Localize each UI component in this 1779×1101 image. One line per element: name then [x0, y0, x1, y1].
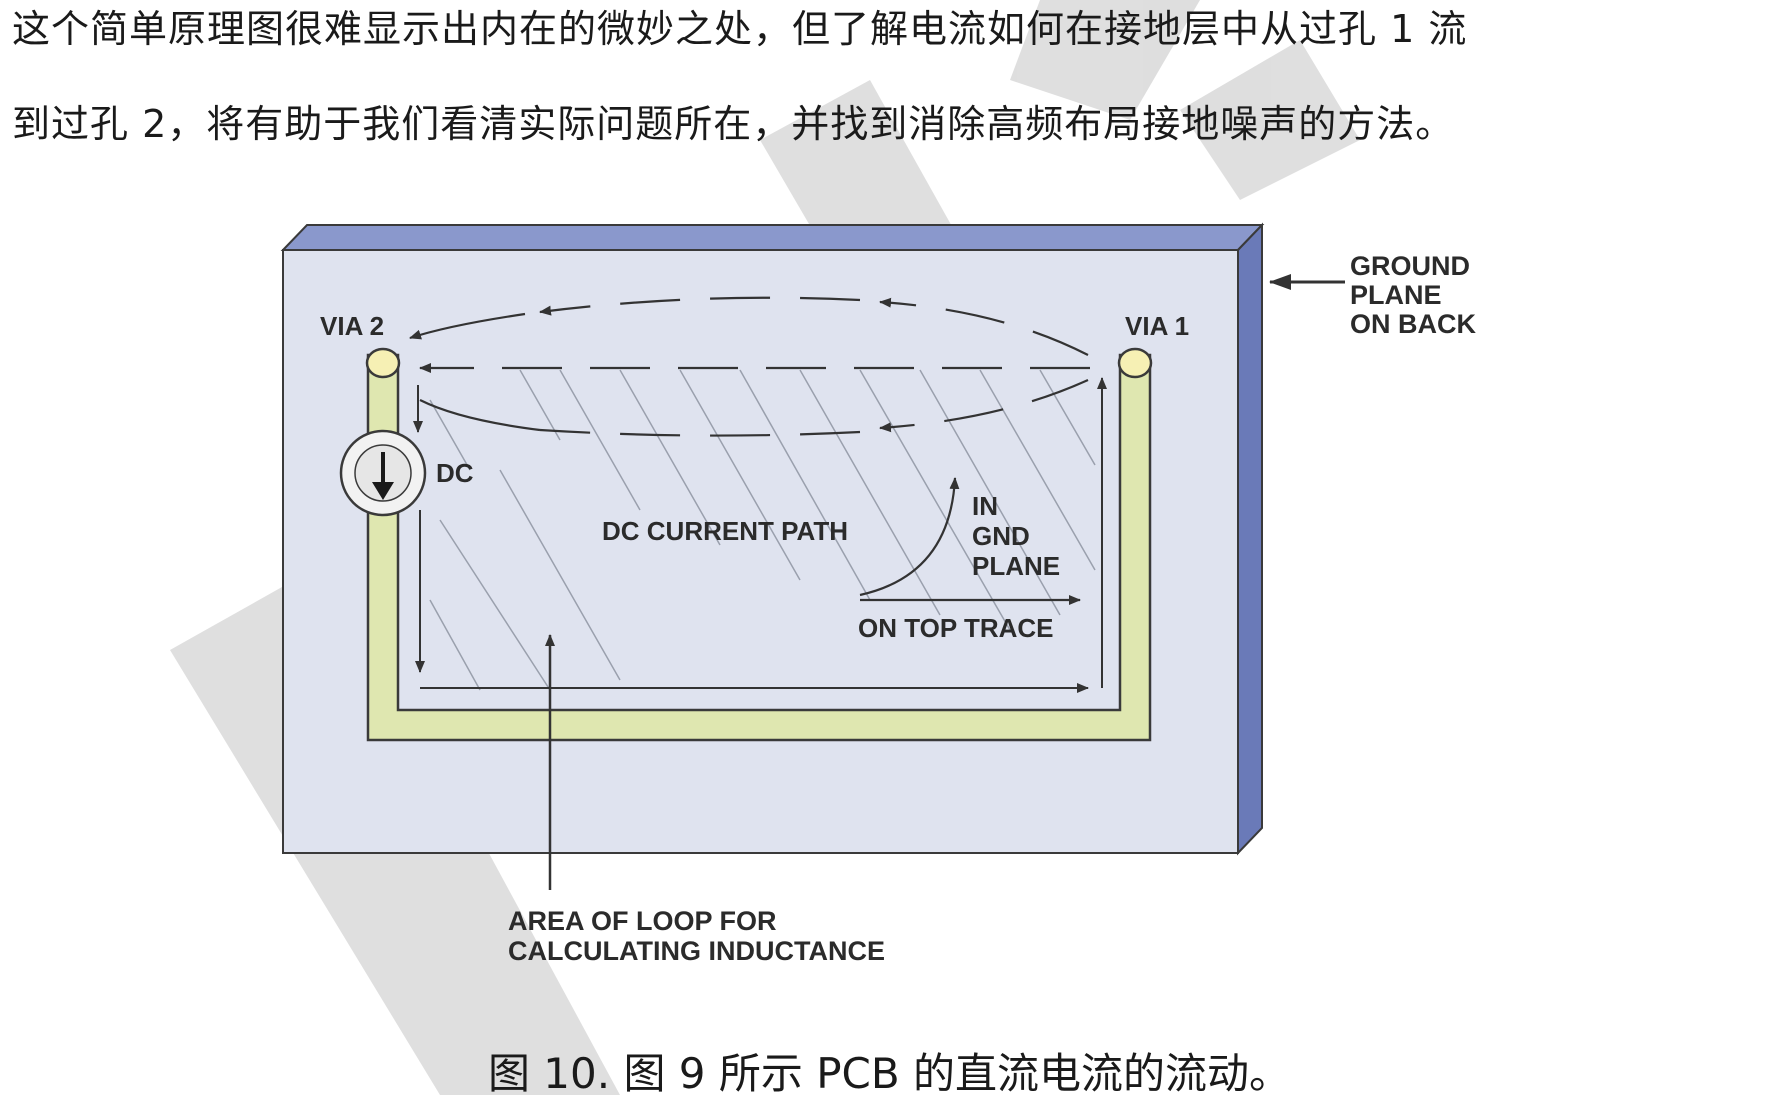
via-2-label: VIA 2: [320, 311, 384, 341]
ground-plane-label-line3: ON BACK: [1350, 309, 1476, 339]
paragraph-line-2: 到过孔 2，将有助于我们看清实际问题所在，并找到消除高频布局接地噪声的方法。: [12, 102, 1455, 146]
board-top-edge: [280, 224, 1265, 251]
dc-source: [339, 429, 427, 517]
in-gnd-plane-label-line1: IN: [972, 491, 998, 521]
ground-plane-label-line1: GROUND: [1350, 251, 1470, 281]
on-top-trace-label: ON TOP TRACE: [858, 613, 1054, 643]
via-2: [365, 347, 401, 379]
via-1: [1117, 347, 1153, 379]
board-face: [282, 249, 1239, 854]
dc-label: DC: [436, 458, 474, 488]
loop-area-hatching: [429, 369, 1096, 691]
area-of-loop-label-line1: AREA OF LOOP FOR: [508, 906, 777, 936]
ground-plane-label-line2: PLANE: [1350, 280, 1442, 310]
via-1-label: VIA 1: [1125, 311, 1189, 341]
in-gnd-plane-label-line2: GND: [972, 521, 1030, 551]
ground-plane-return-current: [409, 296, 1090, 605]
in-gnd-plane-label-line3: PLANE: [972, 551, 1060, 581]
figure-caption: 图 10. 图 9 所示 PCB 的直流电流的流动。: [487, 1049, 1292, 1098]
area-of-loop-label-line2: CALCULATING INDUCTANCE: [508, 936, 885, 966]
paragraph-line-1: 这个简单原理图很难显示出内在的微妙之处，但了解电流如何在接地层中从过孔 1 流: [12, 7, 1468, 51]
board-side-edge: [1237, 222, 1263, 856]
dc-current-path-trace: [413, 377, 1107, 693]
dc-current-path-label: DC CURRENT PATH: [602, 516, 848, 546]
